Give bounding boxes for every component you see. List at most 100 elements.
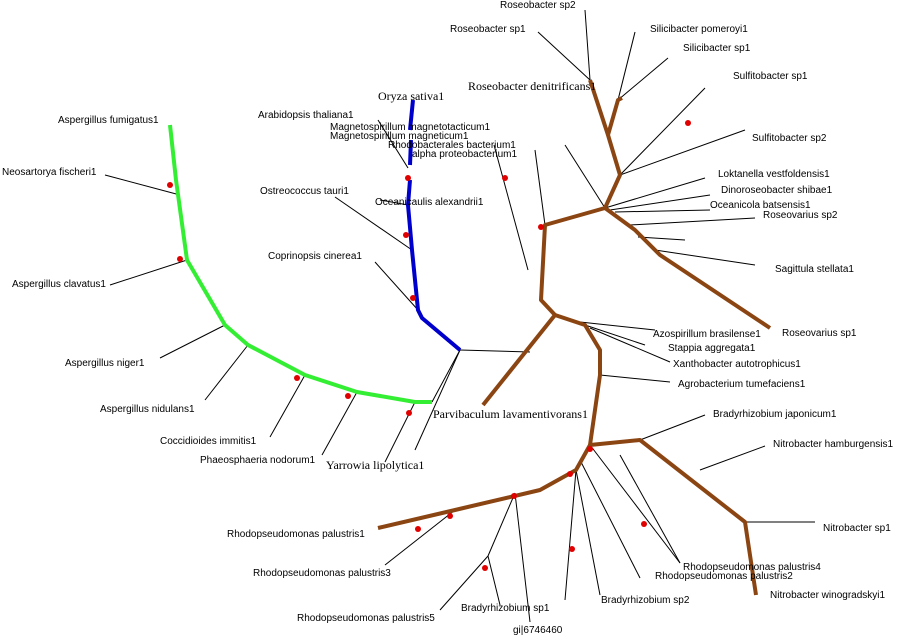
branch <box>609 194 711 211</box>
branch <box>431 349 461 403</box>
taxon-label: Aspergillus fumigatus1 <box>58 115 159 126</box>
support-dot <box>167 182 173 188</box>
taxon-label: Rhodopseudomonas palustris2 <box>655 571 793 582</box>
branch <box>493 144 529 271</box>
taxon-label: Rhodobacterales bacterium1 <box>388 140 516 151</box>
taxon-label: Agrobacterium tumefaciens1 <box>678 379 806 390</box>
branch <box>334 196 413 251</box>
branch <box>575 469 601 596</box>
taxon-label: Sagittula stellata1 <box>775 264 854 275</box>
branch <box>514 492 531 623</box>
branch <box>537 31 591 81</box>
branch <box>564 144 606 209</box>
taxon-label: Bradyrhizobium sp1 <box>461 603 550 614</box>
branch <box>584 324 646 346</box>
plant-clade-branch <box>406 179 462 352</box>
branch <box>414 349 461 451</box>
taxon-label: Roseovarius sp2 <box>763 210 838 221</box>
branch <box>617 57 669 101</box>
bacteria-clade-branch <box>588 79 610 136</box>
taxon-label: Oceanicaulis alexandrii1 <box>375 197 484 208</box>
branch <box>637 236 686 241</box>
branch <box>584 9 591 81</box>
taxon-label: Arabidopsis thaliana1 <box>258 110 354 121</box>
branch <box>104 174 181 196</box>
taxon-label: Rhodopseudomonas palustris1 <box>227 529 365 540</box>
branch <box>579 459 641 579</box>
taxon-label: Aspergillus nidulans1 <box>100 404 195 415</box>
taxon-label: Nitrobacter hamburgensis1 <box>773 439 893 450</box>
taxon-label: Nitrobacter sp1 <box>823 523 891 534</box>
taxon-label: Oceanicola batsensis1 <box>710 200 811 211</box>
branch <box>534 149 546 226</box>
taxon-label: Coprinopsis cinerea1 <box>268 251 362 262</box>
branch <box>487 555 501 606</box>
branch <box>269 374 306 438</box>
plant-clade-branch <box>408 99 415 131</box>
taxon-label: alpha proteobacterium1 <box>412 149 518 160</box>
branch <box>579 321 656 331</box>
taxon-label: Rhodopseudomonas palustris3 <box>253 568 391 579</box>
support-dot <box>538 224 544 230</box>
taxon-label: Rhodopseudomonas palustris5 <box>297 613 435 624</box>
taxon-label: Coccidioides immitis1 <box>160 436 257 447</box>
taxon-label: Phaeosphaeria nodorum1 <box>200 455 316 466</box>
support-dot <box>482 565 488 571</box>
taxon-label: Bradyrhizobium sp2 <box>601 595 690 606</box>
bacteria-clade <box>377 79 772 596</box>
taxon-label: Nitrobacter winogradskyi1 <box>770 590 885 601</box>
support-dot <box>447 513 453 519</box>
bacteria-clade-branch <box>377 444 592 530</box>
branch <box>619 129 746 176</box>
branch <box>487 492 516 557</box>
support-dot <box>294 375 300 381</box>
branch <box>614 209 711 213</box>
taxon-label: Roseobacter denitrificans1 <box>468 79 596 93</box>
branch <box>379 199 409 206</box>
taxon-label: gi|6746460 <box>513 625 563 636</box>
support-dot <box>177 256 183 262</box>
taxon-label: Sulfitobacter sp1 <box>733 71 808 82</box>
taxon-label: Roseovarius sp1 <box>782 328 857 339</box>
support-dot <box>415 526 421 532</box>
support-dot <box>567 471 573 477</box>
taxon-label: Oryza sativa1 <box>378 89 444 103</box>
taxon-label: Aspergillus niger1 <box>65 358 145 369</box>
taxon-label: Stappia aggregata1 <box>668 343 756 354</box>
support-dot <box>345 393 351 399</box>
bacteria-clade-branch <box>603 206 772 330</box>
taxon-label: Dinoroseobacter shibae1 <box>721 185 833 196</box>
branch <box>699 445 766 471</box>
taxon-label: Aspergillus clavatus1 <box>12 279 106 290</box>
branch <box>439 555 489 611</box>
branch <box>459 349 531 353</box>
taxon-label: Xanthobacter autotrophicus1 <box>673 359 801 370</box>
support-dot <box>406 410 412 416</box>
taxon-label: Yarrowia lipolytica1 <box>326 458 424 472</box>
branch <box>204 344 249 401</box>
taxon-label: Roseobacter sp1 <box>450 24 526 35</box>
plant-clade-branch <box>408 139 413 166</box>
fungi-clade-branch <box>168 124 432 404</box>
branch <box>564 469 577 601</box>
support-dot <box>569 546 575 552</box>
branch <box>321 391 358 456</box>
taxon-label: Roseobacter sp2 <box>500 0 576 11</box>
support-dot <box>641 521 647 527</box>
taxon-label: Magnetospirillum magnetotacticum1 <box>330 122 491 133</box>
thin-branches <box>104 9 815 623</box>
branch <box>604 177 706 209</box>
branch <box>589 327 671 363</box>
support-dot <box>511 493 517 499</box>
branch <box>619 454 681 564</box>
support-dots <box>167 120 691 571</box>
branch <box>589 444 681 564</box>
support-dot <box>405 175 411 181</box>
branch <box>374 261 419 311</box>
taxon-label: Ostreococcus tauri1 <box>260 186 349 197</box>
branch <box>617 31 636 101</box>
support-dot <box>410 295 416 301</box>
taxon-label: Parvibaculum lavamentivorans1 <box>433 407 588 421</box>
